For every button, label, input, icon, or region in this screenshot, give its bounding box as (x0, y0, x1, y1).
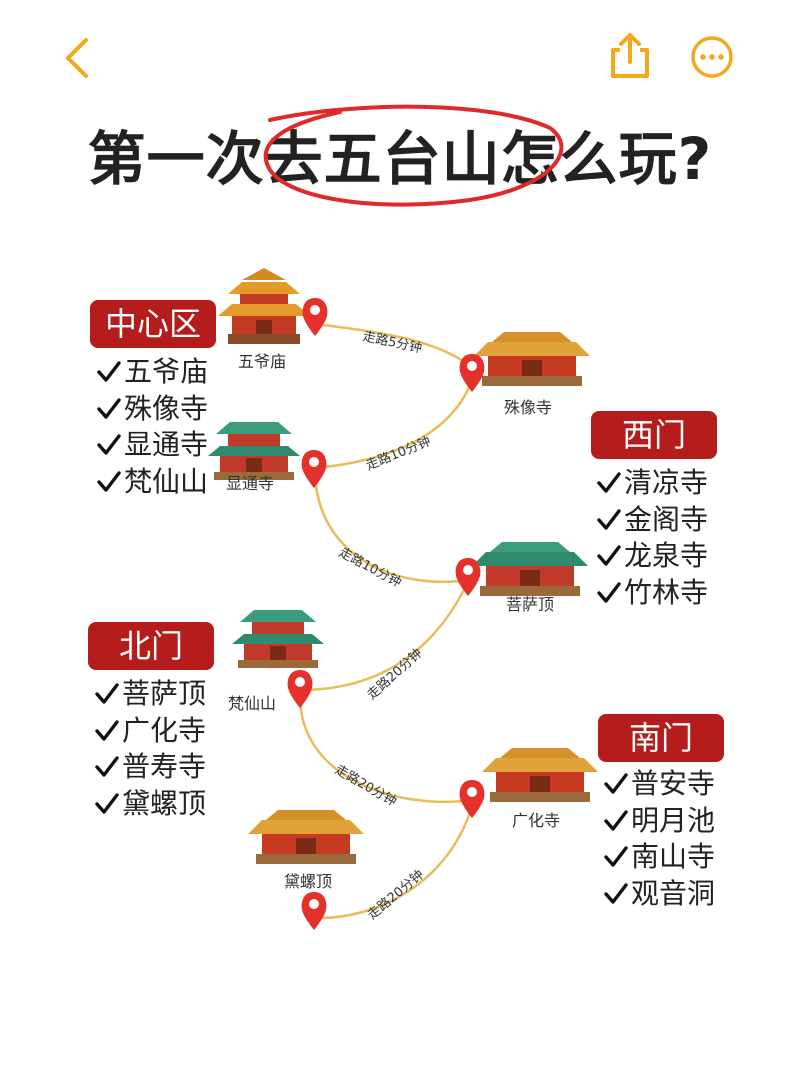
list-item-label: 普寿寺 (122, 750, 207, 783)
leg-label-2: 走路10分钟 (364, 433, 434, 474)
check-icon (97, 471, 121, 492)
list-item-label: 明月池 (631, 803, 716, 837)
zone-badge-west: 西门 (591, 411, 717, 459)
map-pin-icon (459, 354, 485, 392)
zone-list-west: 清凉寺 金阁寺 龙泉寺 竹林寺 (596, 465, 708, 611)
stop-label-xiantongsi: 显通寺 (226, 474, 275, 493)
map-pin-icon (302, 298, 328, 336)
leg-label-4: 走路20分钟 (364, 645, 426, 703)
list-item-label: 菩萨顶 (122, 677, 207, 710)
map-pin-icon (301, 450, 327, 488)
more-dots-icon[interactable] (690, 35, 734, 79)
list-item: 竹林寺 (596, 575, 708, 612)
list-item-label: 龙泉寺 (624, 539, 709, 572)
temple-illustration-guanghuasi (482, 748, 598, 802)
list-item: 龙泉寺 (596, 538, 708, 575)
list-item-label: 梵仙山 (124, 464, 209, 498)
check-icon (597, 545, 621, 566)
check-icon (97, 398, 121, 419)
check-icon (604, 773, 628, 794)
list-item-label: 黛螺顶 (122, 786, 207, 820)
zone-badge-center: 中心区 (90, 300, 216, 348)
list-item-label: 观音洞 (631, 876, 716, 910)
list-item-label: 殊像寺 (124, 391, 209, 425)
check-icon (604, 883, 628, 904)
leg-label-6: 走路20分钟 (364, 867, 427, 923)
stop-label-wuyemiao: 五爷庙 (238, 352, 287, 371)
temple-illustration-fanxianshan (232, 610, 324, 668)
list-item: 殊像寺 (96, 391, 208, 428)
list-item: 观音洞 (603, 876, 715, 913)
check-icon (604, 846, 628, 867)
zone-list-south: 普安寺 明月池 南山寺 观音洞 (603, 766, 715, 912)
list-item: 明月池 (603, 803, 715, 840)
stop-label-shuxiangsi: 殊像寺 (504, 398, 553, 417)
stop-label-dailuoding: 黛螺顶 (284, 872, 333, 891)
check-icon (97, 434, 121, 455)
temple-illustration-pusading (472, 542, 588, 596)
list-item-label: 南山寺 (631, 840, 716, 873)
list-item: 南山寺 (603, 839, 715, 876)
chevron-left-icon[interactable] (58, 36, 98, 80)
list-item: 显通寺 (96, 427, 208, 464)
stop-label-pusading: 菩萨顶 (506, 595, 555, 614)
list-item: 菩萨顶 (94, 676, 206, 713)
list-item-label: 五爷庙 (124, 355, 209, 388)
list-item-label: 清凉寺 (624, 466, 709, 499)
temple-illustration-shuxiangsi (474, 332, 590, 386)
leg-label-3: 走路10分钟 (336, 544, 404, 590)
check-icon (597, 509, 621, 530)
stop-label-fanxianshan: 梵仙山 (228, 694, 277, 713)
map-pin-icon (459, 780, 485, 818)
leg-label-1: 走路5分钟 (361, 328, 423, 356)
check-icon (95, 683, 119, 704)
leg-label-5: 走路20分钟 (332, 762, 399, 810)
share-icon[interactable] (608, 32, 652, 80)
zone-badge-south: 南门 (598, 714, 724, 762)
list-item: 普寿寺 (94, 749, 206, 786)
zone-list-north: 菩萨顶 广化寺 普寿寺 黛螺顶 (94, 676, 206, 822)
map-pin-icon (455, 558, 481, 596)
map-pin-icon (287, 670, 313, 708)
stop-label-guanghuasi: 广化寺 (512, 811, 561, 830)
check-icon (97, 361, 121, 382)
list-item-label: 金阁寺 (624, 502, 709, 536)
temple-illustration-dailuoding (248, 810, 364, 864)
check-icon (95, 756, 119, 777)
list-item: 五爷庙 (96, 354, 208, 391)
list-item-label: 显通寺 (124, 428, 209, 461)
check-icon (597, 582, 621, 603)
list-item-label: 广化寺 (122, 713, 207, 747)
temple-illustration-wuyemiao (218, 268, 310, 344)
list-item: 金阁寺 (596, 502, 708, 539)
list-item-label: 竹林寺 (624, 575, 709, 609)
check-icon (95, 793, 119, 814)
list-item: 梵仙山 (96, 464, 208, 501)
map-pin-icon (301, 892, 327, 930)
list-item: 黛螺顶 (94, 786, 206, 823)
check-icon (604, 810, 628, 831)
list-item-label: 普安寺 (631, 767, 716, 800)
check-icon (95, 720, 119, 741)
zone-list-center: 五爷庙 殊像寺 显通寺 梵仙山 (96, 354, 208, 500)
list-item: 清凉寺 (596, 465, 708, 502)
zone-badge-north: 北门 (88, 622, 214, 670)
check-icon (597, 472, 621, 493)
list-item: 普安寺 (603, 766, 715, 803)
list-item: 广化寺 (94, 713, 206, 750)
route-path (298, 322, 474, 920)
